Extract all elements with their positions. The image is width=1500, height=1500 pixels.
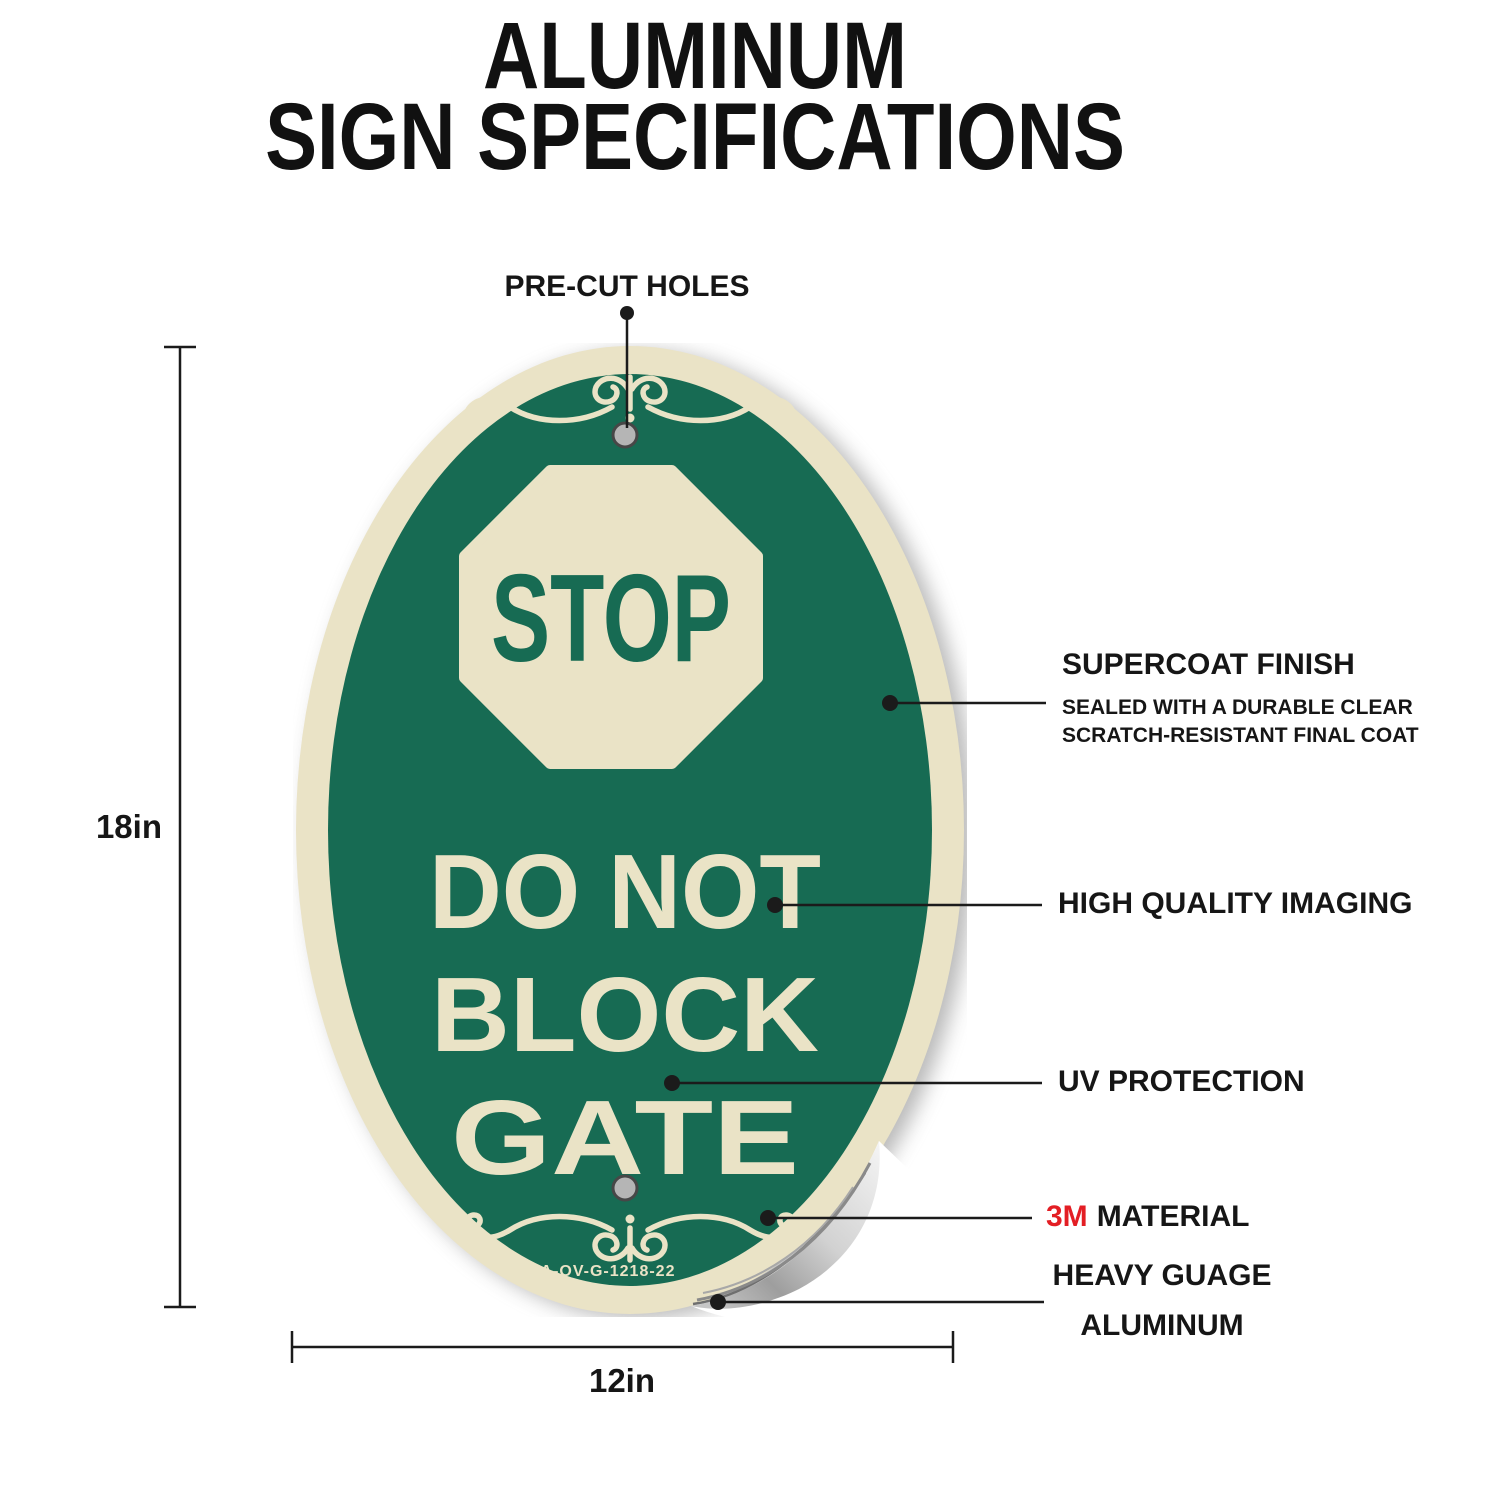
width-dimension-label: 12in: [588, 1362, 656, 1399]
sign-illustration: STOP DO NOT BLOCK GATE A-OV-G-1218-22: [296, 346, 967, 1317]
supercoat-sub-line2: SCRATCH-RESISTANT FINAL COAT: [1062, 724, 1419, 747]
precut-hole-bottom: [611, 1174, 639, 1202]
curl-shade-line-2: [696, 1162, 872, 1302]
sign-message-line1: DO NOT: [429, 833, 821, 951]
supercoat-sub-line1: SEALED WITH A DURABLE CLEAR: [1062, 696, 1413, 719]
precut-dot: [620, 306, 634, 320]
page-title: ALUMINUM SIGN SPECIFICATIONS: [125, 3, 1265, 190]
page-curl: [691, 1141, 880, 1309]
precut-hole-top: [611, 421, 639, 449]
supercoat-finish-label: SUPERCOAT FINISH: [1062, 648, 1355, 681]
material-brand-3m: 3M: [1046, 1200, 1088, 1233]
curl-shade-line-3: [702, 1186, 854, 1294]
material-word: MATERIAL: [1096, 1200, 1250, 1233]
supercoat-finish-sublabel: SEALED WITH A DURABLE CLEAR SCRATCH-RESI…: [1062, 694, 1419, 750]
gauge-line1: HEAVY GUAGE: [1052, 1259, 1272, 1292]
stop-text: STOP: [491, 550, 731, 688]
high-quality-imaging-label: HIGH QUALITY IMAGING: [1058, 887, 1413, 920]
stop-octagon: [459, 465, 763, 769]
page-title-line1: ALUMINUM: [482, 3, 908, 109]
gauge-line2: ALUMINUM: [1080, 1309, 1244, 1342]
model-number: A-OV-G-1218-22: [541, 1263, 676, 1280]
uv-protection-label: UV PROTECTION: [1058, 1065, 1305, 1098]
height-dimension-label: 18in: [95, 808, 162, 845]
sign-message-line2: BLOCK: [431, 956, 819, 1074]
page-title-line2: SIGN SPECIFICATIONS: [265, 83, 1125, 190]
heavy-gauge-aluminum-label: HEAVY GUAGE ALUMINUM: [1052, 1251, 1272, 1351]
precut-holes-label: PRE-CUT HOLES: [504, 270, 750, 303]
